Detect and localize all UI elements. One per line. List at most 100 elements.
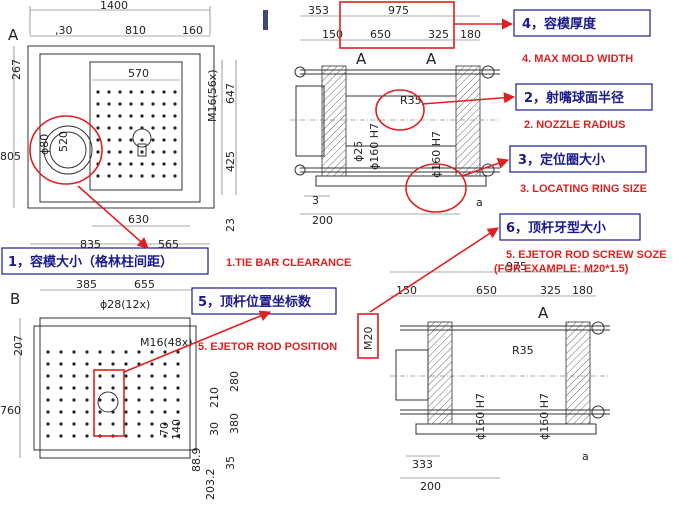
hole	[140, 114, 144, 118]
callout-1-box	[1, 247, 209, 275]
dim-647: 647	[224, 83, 237, 104]
hole	[72, 422, 76, 426]
hole	[129, 138, 133, 142]
hole	[137, 386, 141, 390]
dim-70: 70	[158, 422, 171, 436]
hole	[176, 350, 180, 354]
hole	[173, 114, 177, 118]
dim-650: 650	[476, 284, 497, 297]
callout-2-en: 2. NOZZLE RADIUS	[524, 119, 625, 131]
hole	[98, 410, 102, 414]
dim-150: 150	[396, 284, 417, 297]
hole	[96, 138, 100, 142]
callout-4: 4，容模厚度 4. MAX MOLD WIDTH	[454, 9, 651, 65]
hole	[176, 374, 180, 378]
hole	[124, 422, 128, 426]
callout-4-cn: 4，容模厚度	[522, 16, 597, 32]
hole	[96, 102, 100, 106]
hole	[46, 410, 50, 414]
hole	[118, 126, 122, 130]
hole	[173, 90, 177, 94]
dim-30: ,30	[55, 24, 73, 37]
dim-phi28: ϕ28(12x)	[100, 298, 150, 311]
hole	[129, 90, 133, 94]
callout-2: 2，射嘴球面半径 2. NOZZLE RADIUS	[421, 83, 653, 131]
hole	[163, 434, 167, 438]
callout-6-cn: 6，顶杆牙型大小	[506, 220, 606, 236]
hole	[111, 386, 115, 390]
callout-2-box	[515, 83, 653, 111]
dim-phi160-b: ϕ160 H7	[430, 131, 443, 178]
dim-overall: 1400	[100, 0, 128, 12]
callout-1: 1，容模大小（格林柱间距） 1.TIE BAR CLEARANCE	[1, 185, 351, 275]
hole	[137, 374, 141, 378]
hole	[150, 410, 154, 414]
hole	[107, 174, 111, 178]
hole	[107, 90, 111, 94]
hole	[59, 410, 63, 414]
dim-phi160-a: ϕ160 H7	[368, 123, 381, 170]
hole	[85, 362, 89, 366]
dim-phi160-b: ϕ160 H7	[538, 393, 551, 440]
dim-650: 650	[370, 28, 391, 41]
hole	[140, 102, 144, 106]
hole	[176, 410, 180, 414]
hole	[173, 174, 177, 178]
callout-3-cn: 3，定位圈大小	[518, 152, 605, 168]
hole	[163, 410, 167, 414]
hole	[176, 386, 180, 390]
hole	[162, 138, 166, 142]
hole	[162, 90, 166, 94]
view-letter: B	[10, 290, 20, 308]
hole	[150, 398, 154, 402]
dim-267: 267	[10, 59, 23, 80]
hole	[151, 114, 155, 118]
hole	[150, 434, 154, 438]
hole	[59, 350, 63, 354]
hole	[162, 126, 166, 130]
dim-r35: R35	[400, 94, 422, 107]
dim-r35: R35	[512, 344, 534, 357]
hole	[111, 362, 115, 366]
hole	[59, 422, 63, 426]
dim-810: 810	[125, 24, 146, 37]
dim-3: 3	[312, 194, 319, 207]
hole	[124, 386, 128, 390]
hole	[46, 350, 50, 354]
hole	[118, 174, 122, 178]
callout-3-arrow	[461, 158, 510, 177]
hole	[140, 150, 144, 154]
hole	[140, 138, 144, 142]
callout-6-arrow	[369, 227, 499, 313]
hole	[111, 350, 115, 354]
hole	[129, 162, 133, 166]
hole	[162, 162, 166, 166]
hole	[173, 150, 177, 154]
moving-platen	[321, 65, 347, 177]
dim-m16: M16(48x)	[140, 336, 193, 349]
hole	[72, 398, 76, 402]
dim-88-9: 88.9	[190, 448, 203, 473]
hole	[151, 102, 155, 106]
hole	[150, 422, 154, 426]
dim-phi160-a: ϕ160 H7	[474, 393, 487, 440]
hole	[162, 150, 166, 154]
dim-180: 180	[460, 28, 481, 41]
hole	[85, 374, 89, 378]
dim-35: 35	[224, 456, 237, 470]
hole	[98, 374, 102, 378]
hole	[151, 174, 155, 178]
dim-m20: M20	[362, 327, 375, 351]
hole	[176, 422, 180, 426]
hole	[137, 350, 141, 354]
callout-3-box	[509, 145, 647, 173]
marker-bar	[263, 10, 268, 30]
hole	[107, 138, 111, 142]
dim-203-2: 203.2	[204, 469, 217, 501]
hole	[46, 398, 50, 402]
hole	[150, 362, 154, 366]
hole	[98, 398, 102, 402]
hole	[46, 434, 50, 438]
hole	[151, 150, 155, 154]
dim-630: 630	[128, 213, 149, 226]
